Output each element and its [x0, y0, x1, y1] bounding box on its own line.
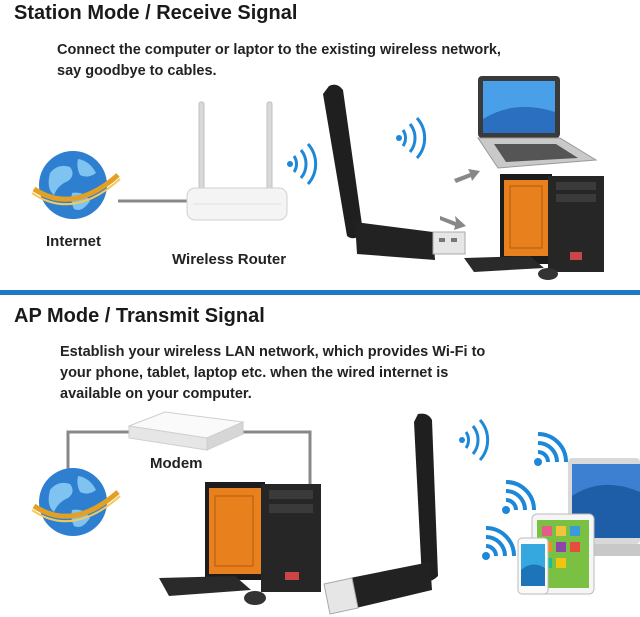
- ap-description-line-3: available on your computer.: [60, 386, 252, 402]
- modem-icon: [127, 411, 245, 451]
- ap-description-line-1: Establish your wireless LAN network, whi…: [60, 344, 486, 360]
- ap-description-line-2: your phone, tablet, laptop etc. when the…: [60, 365, 449, 381]
- wireless-router-icon: [186, 101, 288, 221]
- arrow-icon: [440, 216, 466, 230]
- desktop-computer-icon: [159, 482, 321, 605]
- station-mode-description: Connect the computer or laptor to the ex…: [57, 40, 501, 82]
- network-cable: [66, 430, 312, 494]
- wifi-signal-icon: [482, 526, 516, 560]
- usb-wifi-adapter-icon: [323, 84, 466, 260]
- wifi-signal-icon: [502, 480, 536, 514]
- ap-mode-description: Establish your wireless LAN network, whi…: [60, 342, 485, 405]
- ethernet-cable: [118, 199, 190, 203]
- ap-mode-title: AP Mode / Transmit Signal: [14, 305, 265, 327]
- modem-label: Modem: [150, 455, 203, 472]
- wireless-router-label: Wireless Router: [172, 251, 287, 268]
- internet-globe-icon: [31, 468, 121, 536]
- section-divider: [0, 290, 640, 295]
- desktop-computer-icon: [464, 174, 604, 280]
- wifi-signal-icon: [534, 432, 568, 466]
- phone-icon: [517, 537, 549, 595]
- station-mode-title: Station Mode / Receive Signal: [14, 2, 298, 24]
- laptop-icon: [477, 76, 598, 169]
- station-description-line-2: say goodbye to cables.: [57, 63, 217, 79]
- internet-globe-icon: [31, 151, 121, 219]
- usb-wifi-adapter-icon: [323, 413, 438, 615]
- arrow-icon: [454, 169, 480, 183]
- internet-label: Internet: [46, 233, 102, 250]
- station-description-line-1: Connect the computer or laptor to the ex…: [57, 42, 501, 58]
- wifi-signal-icon: [287, 143, 318, 185]
- wifi-signal-icon: [459, 419, 490, 461]
- wifi-signal-icon: [396, 117, 427, 159]
